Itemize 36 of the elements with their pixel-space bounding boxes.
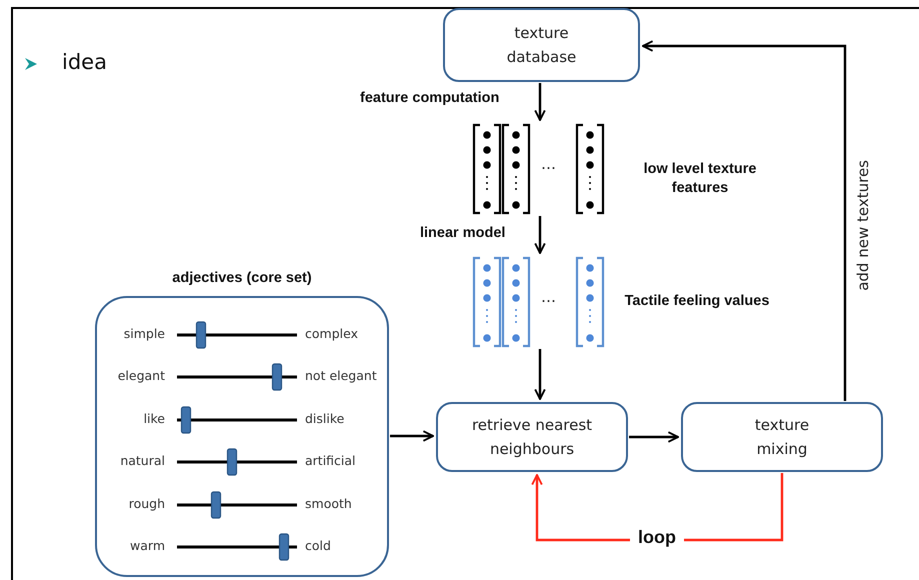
process-box <box>436 402 628 472</box>
vector-drawing <box>472 123 606 215</box>
slider-label: not elegant <box>305 368 377 384</box>
process-box <box>681 402 883 472</box>
slider-label: artificial <box>305 453 356 468</box>
slider-label: smooth <box>305 496 352 511</box>
ellipsis-text: … <box>541 155 556 173</box>
arrow <box>534 349 546 400</box>
edge-label: loop <box>630 527 684 548</box>
arrow <box>534 83 546 121</box>
box-text: texture database <box>506 23 578 68</box>
slider-label: like <box>144 410 165 426</box>
box-text: retrieve nearest neighbours <box>470 415 594 460</box>
arrow <box>390 430 434 442</box>
arrow <box>642 40 846 401</box>
panel-heading: adjectives (core set) <box>171 270 313 286</box>
vector-drawing <box>472 256 606 348</box>
slider-label: natural <box>120 453 165 468</box>
slider-label: elegant <box>118 368 165 384</box>
ellipsis-text: … <box>541 288 556 306</box>
slider-label: dislike <box>305 410 344 426</box>
slider-label: simple <box>124 326 165 341</box>
edge-label: feature computation <box>360 90 500 106</box>
slider-label: complex <box>305 326 358 341</box>
caption-text: low level texture features <box>642 160 758 198</box>
arrow <box>534 216 546 254</box>
slider-label: warm <box>130 538 165 553</box>
slider-label: rough <box>128 496 165 511</box>
process-box <box>443 8 640 82</box>
slider-label: cold <box>305 538 331 553</box>
bullet-text: idea <box>62 50 107 74</box>
caption-text: Tactile feeling values <box>624 292 770 311</box>
edge-label: add new textures <box>854 160 872 291</box>
edge-label: linear model <box>420 225 506 241</box>
arrow <box>629 431 679 443</box>
box-text: texture mixing <box>754 415 810 460</box>
